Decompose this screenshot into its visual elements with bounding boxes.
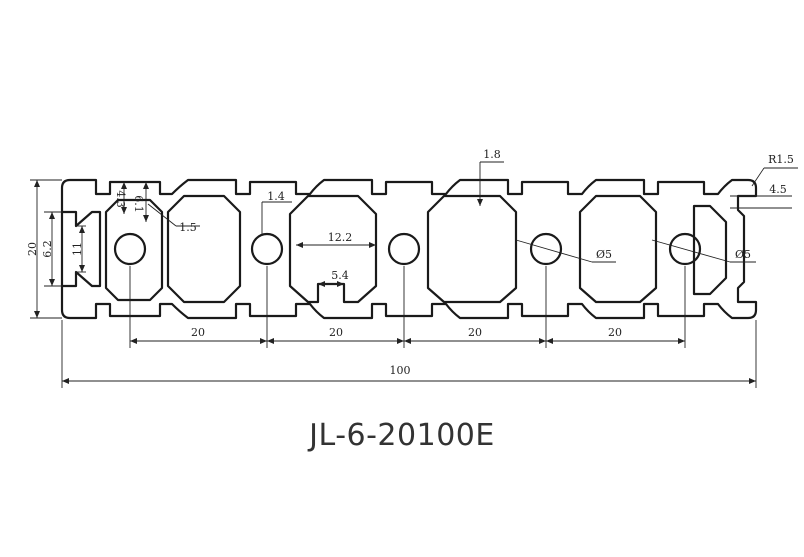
dim-web-thickness: 1.8 — [483, 148, 501, 161]
dim-hole-diameter-2: Ø5 — [735, 248, 751, 261]
dim-pitch-4: 20 — [608, 326, 622, 339]
dim-height: 20 — [26, 242, 39, 256]
dim-slot-inner: 11 — [71, 242, 84, 256]
profile-outline — [60, 178, 758, 320]
dim-slot-depth: 6.1 — [132, 195, 145, 213]
dim-pitch-3: 20 — [468, 326, 482, 339]
dim-side-offset: 4.5 — [769, 183, 787, 196]
dimension-lines — [30, 161, 798, 388]
dim-slot-opening: 6.2 — [41, 240, 54, 258]
dim-lip-thickness: 1.5 — [179, 221, 197, 234]
dim-overall-width: 100 — [390, 364, 411, 377]
dim-cavity-floor: 5.4 — [331, 269, 349, 282]
dimension-labels: 100 20 20 20 20 20 6.2 11 4.3 6.1 1.5 1.… — [26, 148, 794, 377]
dim-pitch-1: 20 — [191, 326, 205, 339]
dim-corner-radius: R1.5 — [768, 153, 794, 166]
dim-pitch-2: 20 — [329, 326, 343, 339]
dim-hole-diameter-1: Ø5 — [596, 248, 612, 261]
dim-cavity-width: 12.2 — [328, 231, 353, 244]
dim-lip-depth: 4.3 — [114, 190, 127, 208]
dim-wall-thickness: 1.4 — [267, 190, 285, 203]
model-title: JL-6-20100E — [309, 418, 495, 453]
